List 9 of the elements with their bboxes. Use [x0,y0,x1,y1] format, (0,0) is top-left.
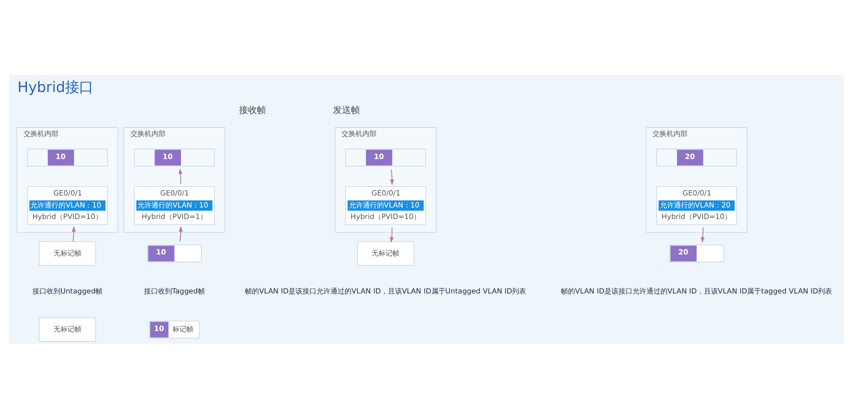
diagram-title: Hybrid接口 [18,79,94,96]
arrow [178,226,183,242]
label: 接收帧 [238,104,266,116]
label: 发送帧 [332,104,360,116]
arrow [700,226,705,242]
arrow [72,226,76,242]
arrow [178,168,182,184]
arrow [390,168,394,185]
arrow [390,226,394,242]
